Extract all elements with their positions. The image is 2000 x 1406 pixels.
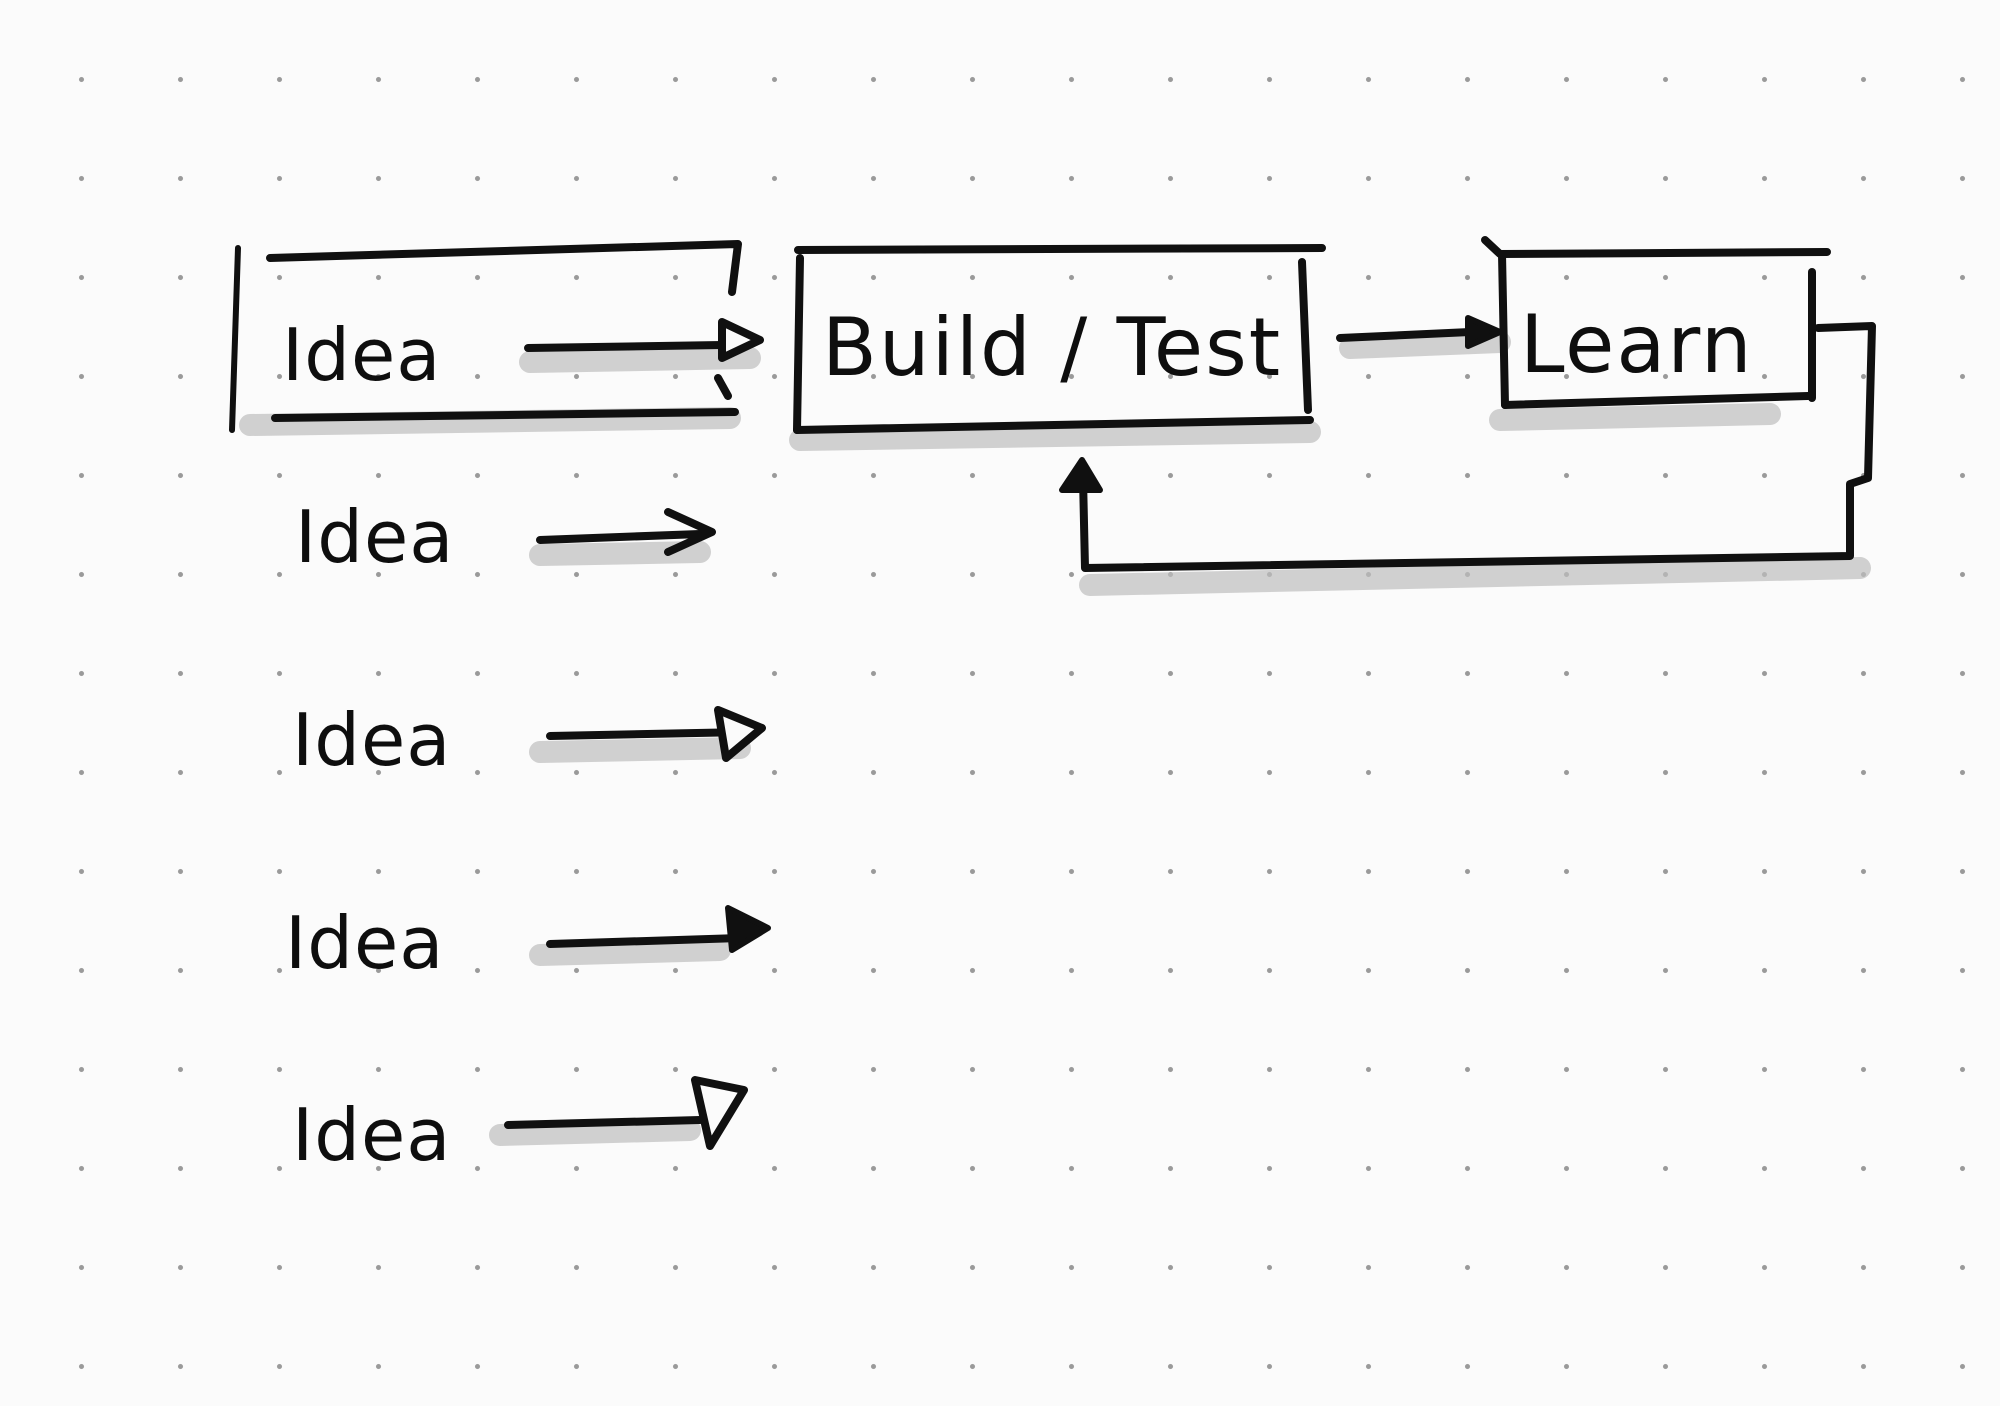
learn-box: [1481, 236, 1831, 409]
build-test-label: Build / Test: [822, 301, 1282, 394]
marker-shadows: [239, 331, 1871, 1146]
idea-box-selected: [229, 240, 742, 433]
arrow-build-to-learn: [1336, 315, 1503, 349]
build-test-box: [793, 244, 1326, 434]
idea-label-4: Idea: [285, 901, 444, 985]
arrow-idea-3: [546, 706, 766, 762]
idea-label-2: Idea: [295, 495, 454, 579]
learn-label: Learn: [1520, 298, 1754, 391]
feedback-loop-arrow: [1059, 322, 1876, 572]
arrow-idea-4: [546, 905, 771, 953]
idea-label-1: Idea: [282, 313, 441, 397]
idea-label-3: Idea: [292, 698, 451, 782]
arrow-idea-5: [504, 1076, 748, 1150]
idea-label-5: Idea: [292, 1093, 451, 1177]
arrow-idea-2: [536, 508, 716, 556]
arrow-idea-to-build: [524, 318, 764, 362]
